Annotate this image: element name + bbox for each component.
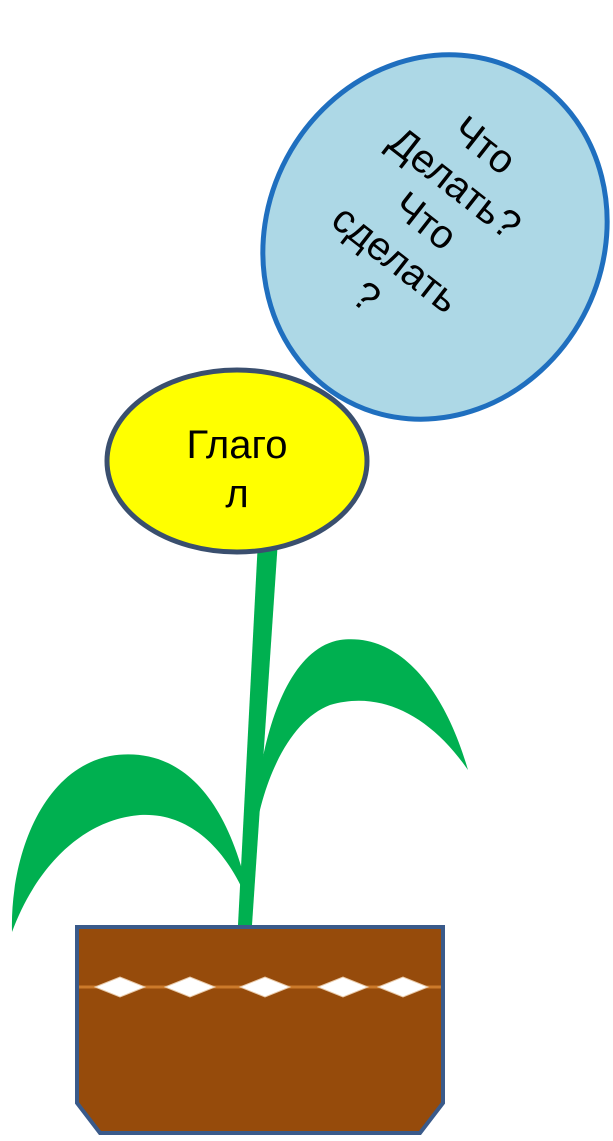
flower-label-line-1: Глаго — [187, 423, 288, 467]
flower-pot — [75, 925, 445, 1135]
plant-stem — [238, 540, 278, 925]
pot-diamond-3 — [238, 976, 292, 998]
flower-head-shape — [104, 367, 370, 555]
leaf-left — [11, 754, 252, 932]
flower-label-line-2: л — [225, 472, 248, 516]
pot-diamond-1 — [93, 976, 147, 998]
pot-diamond-5 — [376, 976, 430, 998]
leaf-right — [254, 639, 468, 842]
flower-head: Глаго л — [104, 367, 370, 555]
pot-diamond-2 — [163, 976, 217, 998]
question-bubble-shape — [260, 52, 610, 422]
pot-body — [75, 925, 445, 1135]
pot-diamond-4 — [316, 976, 370, 998]
question-bubble: Что Делать? Что сделать ? — [260, 52, 610, 422]
